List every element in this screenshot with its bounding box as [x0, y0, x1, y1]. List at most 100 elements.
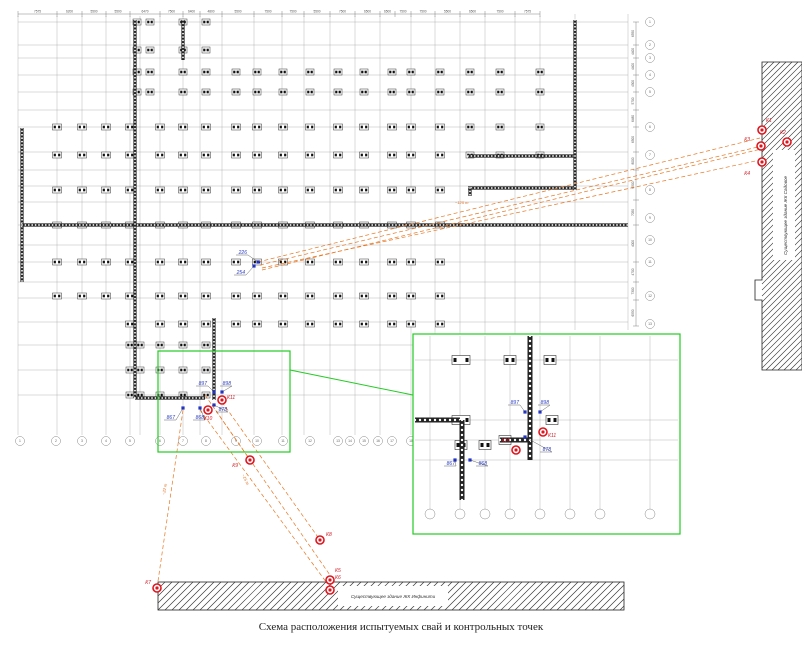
pile	[574, 110, 576, 113]
pile	[574, 63, 576, 66]
pile	[134, 270, 136, 273]
pile	[134, 229, 136, 232]
pile	[188, 397, 191, 399]
pile	[161, 322, 164, 326]
pile	[131, 188, 134, 192]
pile	[213, 378, 215, 381]
right-dim-value: 4400	[631, 48, 635, 55]
pile-cap	[333, 258, 343, 266]
hatch-line	[761, 61, 793, 93]
hatch-line	[591, 581, 621, 611]
pile	[411, 70, 414, 74]
pile	[147, 397, 150, 399]
pile-cap	[333, 123, 343, 131]
pile	[134, 131, 136, 134]
pile-cap	[155, 366, 165, 374]
pile	[134, 53, 136, 55]
pile	[574, 97, 576, 100]
pile	[178, 397, 181, 399]
pile	[134, 134, 136, 137]
detail-pile	[498, 438, 502, 442]
pile	[555, 155, 558, 157]
pile	[156, 322, 159, 326]
detail-pile	[460, 423, 464, 427]
pile	[134, 199, 136, 202]
pile	[183, 343, 186, 347]
hatch-line	[605, 591, 625, 611]
callout	[157, 333, 681, 535]
pile	[622, 224, 625, 226]
pile	[78, 125, 81, 129]
pile	[364, 224, 367, 226]
pile	[344, 224, 346, 226]
pile-cap	[435, 320, 445, 328]
pile	[21, 144, 23, 146]
pile	[365, 322, 368, 326]
pile	[365, 153, 368, 157]
pile	[201, 224, 204, 226]
pile	[134, 175, 136, 178]
row-axis-label: 9	[649, 216, 651, 220]
pile	[391, 224, 394, 226]
pile	[203, 343, 206, 347]
pile-cap	[465, 68, 475, 76]
pile	[213, 330, 215, 333]
pile	[407, 153, 410, 157]
pile	[127, 393, 130, 397]
pile	[436, 260, 439, 264]
detail-pile	[503, 438, 507, 442]
detail-axis-bubble	[424, 508, 436, 520]
pile-cap	[435, 258, 445, 266]
pile	[378, 224, 380, 226]
distance-label: ~15 m	[241, 473, 251, 486]
control-point-label: К7	[145, 580, 151, 586]
pile	[134, 369, 136, 372]
pile	[306, 153, 309, 157]
pile	[119, 224, 122, 226]
hatch-line	[297, 581, 327, 611]
pile	[562, 155, 565, 157]
detail-pile	[518, 438, 522, 442]
pile	[232, 188, 235, 192]
hatch-line	[761, 93, 802, 135]
test-pile-label: 897	[511, 400, 520, 406]
col-axis-bubble	[77, 436, 87, 446]
detail-pile	[460, 458, 464, 462]
pile	[339, 260, 342, 264]
pile	[134, 36, 136, 38]
pile	[626, 224, 629, 226]
pile-cap	[145, 88, 155, 96]
pile	[134, 93, 136, 96]
pile	[384, 224, 387, 226]
pile-cap	[77, 151, 87, 159]
pile	[574, 138, 576, 140]
pile	[237, 125, 240, 129]
pile-cap	[231, 320, 241, 328]
pile	[134, 314, 136, 317]
pile	[257, 70, 260, 74]
hatch-line	[761, 291, 802, 333]
pile	[574, 151, 576, 154]
pile	[588, 224, 591, 226]
pile	[107, 188, 110, 192]
pile	[182, 46, 184, 49]
pile	[134, 253, 136, 256]
pile	[407, 294, 410, 298]
detail-pile	[460, 498, 464, 502]
pile	[310, 70, 313, 74]
hatch-line	[584, 581, 614, 611]
pile	[360, 125, 363, 129]
pile	[182, 32, 184, 35]
pile	[334, 322, 337, 326]
pile	[574, 93, 576, 96]
pile	[89, 224, 91, 226]
pile	[269, 224, 272, 226]
pile	[439, 224, 442, 226]
pile	[393, 188, 396, 192]
pile	[501, 155, 503, 157]
pile	[232, 153, 235, 157]
pile-cap	[145, 18, 155, 26]
pile	[537, 90, 540, 94]
pile	[619, 224, 622, 226]
pile	[338, 70, 341, 74]
